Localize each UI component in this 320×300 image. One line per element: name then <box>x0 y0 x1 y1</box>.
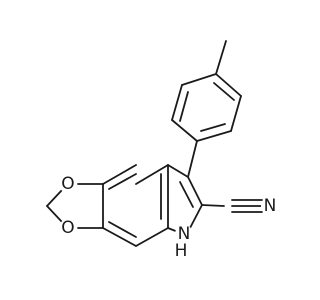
structure-canvas: O O N H N <box>46 40 277 261</box>
bond <box>200 123 226 132</box>
bond <box>171 119 198 142</box>
atom-label-nitrile-nitrogen: N <box>264 196 277 216</box>
bond <box>108 173 137 190</box>
bond <box>187 140 198 178</box>
bond <box>201 204 225 207</box>
bond <box>46 205 63 223</box>
bond <box>213 82 235 101</box>
atom-label-oxygen: O <box>61 174 74 194</box>
bond <box>179 91 189 122</box>
bond <box>196 130 232 142</box>
bond <box>187 176 203 206</box>
bond <box>46 189 63 207</box>
bond <box>102 227 137 247</box>
bond <box>215 73 242 97</box>
atom-label-nitrogen: N <box>178 224 191 244</box>
bond <box>189 204 203 229</box>
molecule-structure: O O N H N <box>46 40 277 261</box>
bond <box>108 221 137 238</box>
atom-label-hydrogen: H <box>175 241 188 261</box>
bond <box>171 84 183 121</box>
bond <box>102 164 137 185</box>
bond <box>179 181 194 208</box>
bond <box>230 95 242 132</box>
bond <box>135 227 169 247</box>
atom-label-oxygen: O <box>61 218 74 238</box>
bond <box>167 164 189 178</box>
bond <box>215 40 227 75</box>
bond <box>135 164 169 185</box>
bond <box>181 73 217 86</box>
